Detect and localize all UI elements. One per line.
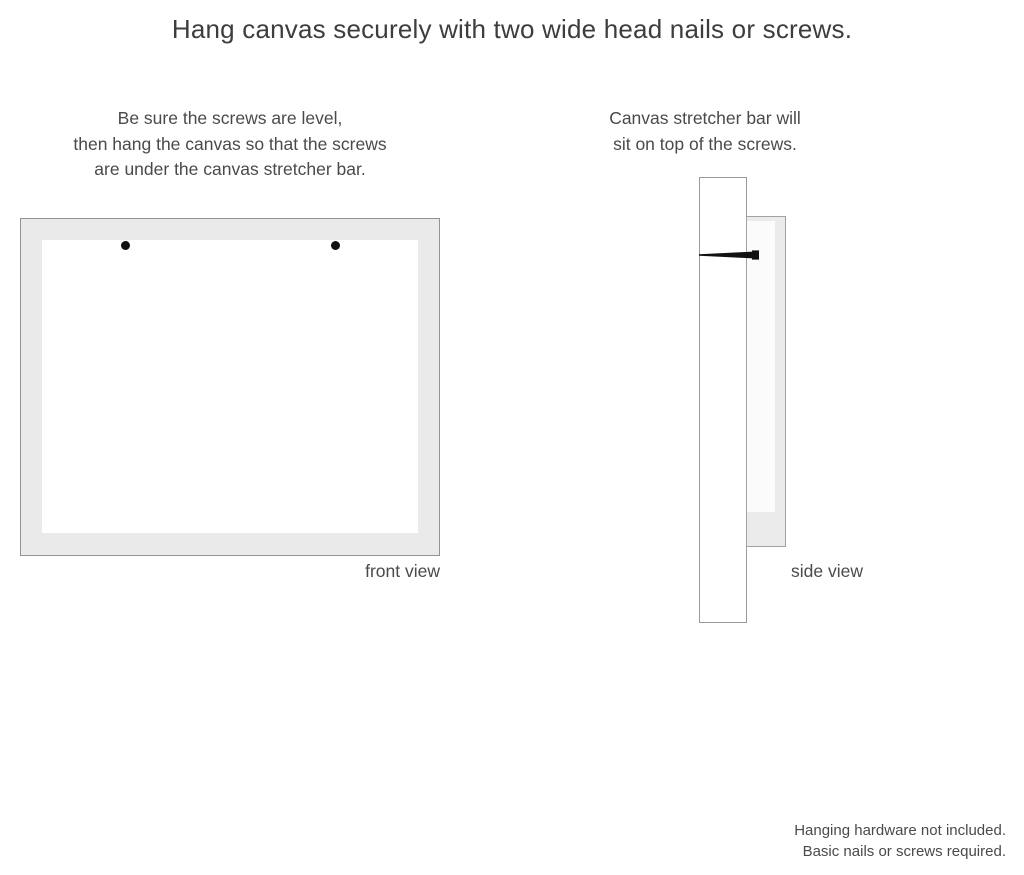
side-view-stretcher-bar: [747, 221, 775, 512]
front-view-caption: Be sure the screws are level, then hang …: [20, 106, 440, 183]
front-view-label: front view: [365, 561, 440, 581]
front-view-caption-line-3: are under the canvas stretcher bar.: [94, 159, 366, 179]
screw-dot-left-icon: [121, 241, 130, 250]
footer-line-2: Basic nails or screws required.: [802, 843, 1006, 860]
side-view-caption-line-1: Canvas stretcher bar will: [609, 108, 801, 128]
side-view-caption: Canvas stretcher bar will sit on top of …: [575, 106, 835, 157]
footer-note: Hanging hardware not included. Basic nai…: [586, 820, 1006, 862]
front-view-caption-line-2: then hang the canvas so that the screws: [73, 133, 387, 154]
side-view-wall: [699, 177, 747, 623]
footer-line-1: Hanging hardware not included.: [794, 822, 1006, 839]
page-title: Hang canvas securely with two wide head …: [171, 14, 853, 44]
side-view-screw-icon: [699, 247, 761, 263]
front-view-canvas-face: [42, 240, 418, 533]
front-view-canvas-frame: [20, 218, 440, 556]
side-view-caption-line-2: sit on top of the screws.: [613, 133, 797, 154]
screw-dot-right-icon: [331, 241, 340, 250]
side-view-label: side view: [791, 561, 863, 581]
front-view-caption-line-1: Be sure the screws are level,: [117, 108, 343, 128]
